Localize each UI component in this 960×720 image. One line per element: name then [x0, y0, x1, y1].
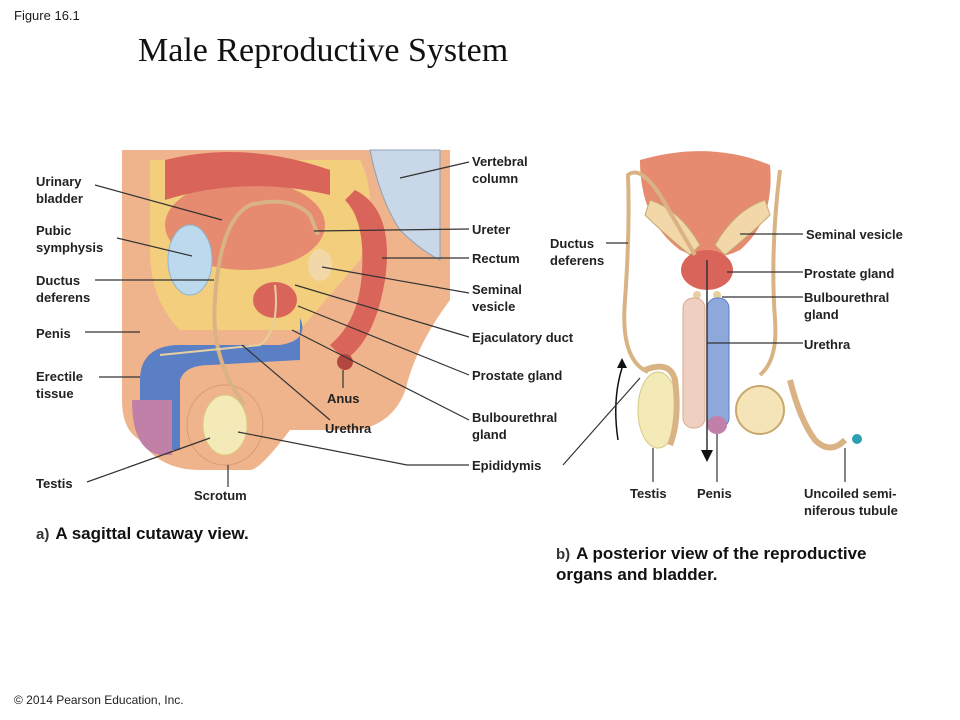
- label-scrotum: Scrotum: [194, 488, 247, 503]
- corpus-spongiosum-shape: [706, 297, 730, 429]
- label-uncoiled-tubule: Uncoiled semi- niferous tubule: [804, 486, 898, 518]
- label-seminal-vesicle-b: Seminal vesicle: [806, 227, 903, 242]
- rectum-shape: [330, 190, 387, 360]
- flow-arrowhead-left: [617, 358, 627, 368]
- copyright-notice: © 2014 Pearson Education, Inc.: [14, 693, 184, 707]
- caption-b: b)A posterior view of the reproductive o…: [556, 524, 946, 585]
- pubic-symphysis-shape: [167, 224, 213, 296]
- label-bulbourethral-gland-a: Bulbourethral gland: [472, 410, 558, 442]
- flow-arrow-left: [615, 367, 623, 441]
- label-penis-a: Penis: [36, 326, 71, 341]
- epididymis-posterior-shape: [643, 363, 680, 447]
- testis-shape: [202, 394, 248, 456]
- label-rectum: Rectum: [472, 251, 520, 266]
- label-ductus-deferens-b: Ductus deferens: [550, 236, 605, 268]
- label-urethra-a: Urethra: [325, 421, 372, 436]
- corpus-cavernosum-shape: [682, 297, 706, 429]
- label-anus: Anus: [327, 391, 360, 406]
- label-testis-a: Testis: [36, 476, 73, 491]
- testis-cross-section: [735, 385, 785, 435]
- caption-b-text: A posterior view of the reproductive org…: [556, 544, 867, 584]
- label-urethra-b: Urethra: [804, 337, 851, 352]
- bulbourethral-right: [713, 291, 721, 299]
- label-prostate-gland-b: Prostate gland: [804, 266, 895, 281]
- bulbourethral-left: [693, 291, 701, 299]
- posterior-illustration: [615, 151, 862, 462]
- figure-number: Figure 16.1: [14, 8, 80, 23]
- anus-shape: [337, 354, 353, 370]
- sagittal-illustration: [122, 149, 450, 470]
- caption-a-text: A sagittal cutaway view.: [55, 524, 249, 543]
- label-ductus-deferens-a: Ductus deferens: [36, 273, 91, 305]
- page-title: Male Reproductive System: [138, 32, 509, 69]
- label-prostate-gland-a: Prostate gland: [472, 368, 563, 383]
- penis-shape: [140, 318, 303, 450]
- label-ureter: Ureter: [472, 222, 511, 237]
- tubule-end: [852, 434, 862, 444]
- panel-a-leader-lines: [85, 161, 470, 487]
- bladder-top-muscle: [165, 152, 330, 200]
- label-bulbourethral-gland-b: Bulbourethral gland: [804, 290, 890, 322]
- label-pubic-symphysis: Pubic symphysis: [36, 223, 104, 255]
- seminal-vesicle-shape: [308, 249, 332, 281]
- label-urinary-bladder: Urinary bladder: [36, 174, 83, 206]
- glans-shape: [132, 400, 172, 455]
- label-ejaculatory-duct: Ejaculatory duct: [472, 330, 574, 345]
- label-testis-b: Testis: [630, 486, 667, 501]
- caption-b-letter: b): [556, 546, 571, 563]
- seminal-vesicle-right: [714, 199, 771, 256]
- flow-arrowhead-down: [701, 450, 713, 462]
- label-vertebral-column: Vertebral column: [472, 154, 528, 186]
- ductus-deferens-right-path: [758, 169, 782, 377]
- label-erectile-tissue: Erectile tissue: [36, 369, 83, 401]
- label-epididymis: Epididymis: [472, 458, 542, 473]
- glans-posterior-shape: [707, 416, 727, 434]
- label-seminal-vesicle-a: Seminal vesicle: [472, 282, 522, 314]
- ductus-deferens-path: [212, 199, 320, 407]
- caption-a-letter: a): [36, 526, 50, 543]
- caption-a: a) A sagittal cutaway view.: [36, 524, 249, 545]
- urethra-path: [159, 284, 277, 356]
- uncoiled-tubule-path: [787, 379, 848, 451]
- ductus-deferens-left-path: [622, 170, 697, 374]
- label-penis-b: Penis: [697, 486, 732, 501]
- panel-b-leader-lines: [562, 233, 846, 482]
